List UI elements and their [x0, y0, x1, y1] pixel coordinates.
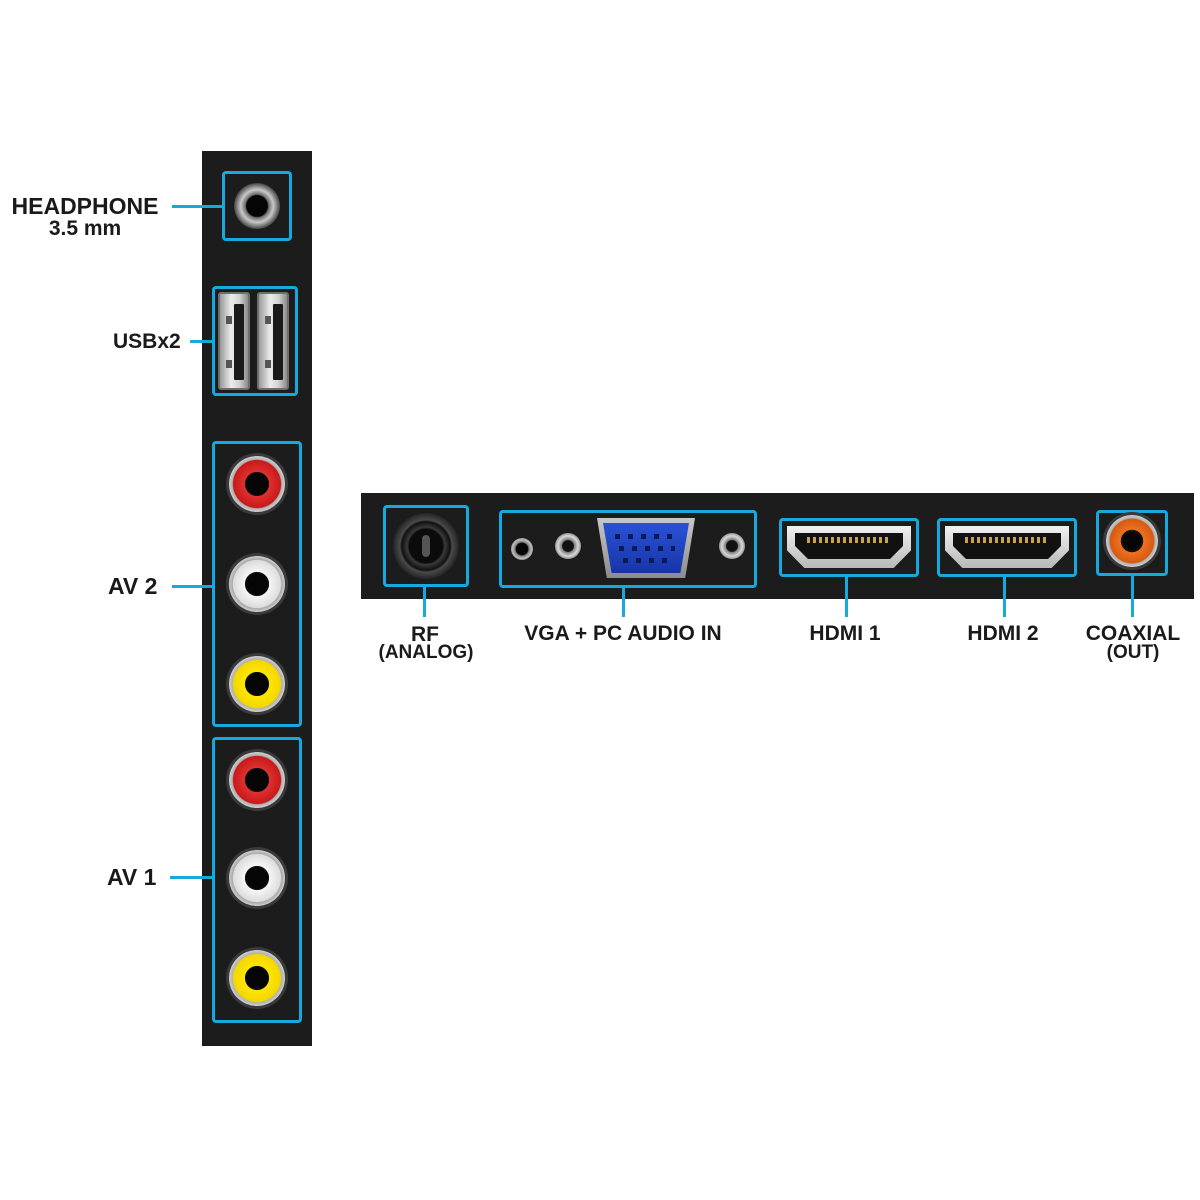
hdmi1-frame	[779, 518, 919, 577]
rca-jack-icon-white[interactable]	[229, 556, 285, 612]
rf-connector-icon[interactable]	[393, 513, 459, 579]
rf-label: RF	[411, 623, 439, 646]
hdmi2-label: HDMI 2	[967, 622, 1039, 645]
rear-port-panel	[361, 493, 1194, 599]
vga-leader-line	[622, 588, 625, 617]
usb-leader-line	[190, 340, 212, 343]
vga-frame	[499, 510, 757, 588]
vga-port-icon[interactable]	[597, 518, 695, 578]
rca-jack-icon-red[interactable]	[229, 456, 285, 512]
hdmi1-label: HDMI 1	[809, 622, 881, 645]
coaxial-frame	[1096, 510, 1168, 576]
av2-leader-line	[172, 585, 212, 588]
coaxial-label: COAXIAL	[1085, 622, 1181, 645]
hdmi-port-icon[interactable]	[945, 526, 1069, 568]
av2-frame	[212, 441, 302, 727]
av1-leader-line	[170, 876, 212, 879]
rf-sublabel: (ANALOG)	[378, 642, 474, 663]
hdmi1-leader-line	[845, 577, 848, 617]
hdmi-port-icon[interactable]	[787, 526, 911, 568]
usb-port-icon[interactable]	[218, 292, 250, 390]
pc-audio-jack-icon[interactable]	[511, 538, 533, 560]
headphone-sublabel: 3.5 mm	[48, 217, 122, 240]
hdmi2-leader-line	[1003, 577, 1006, 617]
vga-screw-left-icon	[555, 533, 581, 559]
rf-frame	[383, 505, 469, 587]
headphone-frame	[222, 171, 292, 241]
headphone-leader-line	[172, 205, 222, 208]
coaxial-jack-icon[interactable]	[1106, 515, 1158, 567]
vga-screw-right-icon	[719, 533, 745, 559]
av1-label: AV 1	[107, 864, 157, 890]
hdmi2-frame	[937, 518, 1077, 577]
vga-label: VGA + PC AUDIO IN	[524, 622, 722, 645]
headphone-jack-icon[interactable]	[234, 183, 280, 229]
side-port-panel	[202, 151, 312, 1046]
usb-port-icon[interactable]	[257, 292, 289, 390]
rf-leader-line	[423, 587, 426, 617]
av1-frame	[212, 737, 302, 1023]
rca-jack-icon-yellow[interactable]	[229, 950, 285, 1006]
coaxial-leader-line	[1131, 576, 1134, 617]
usb-label: USBx2	[113, 330, 181, 353]
av2-label: AV 2	[108, 573, 158, 599]
rca-jack-icon-yellow[interactable]	[229, 656, 285, 712]
coaxial-sublabel: (OUT)	[1106, 642, 1160, 663]
usb-frame	[212, 286, 298, 396]
headphone-label: HEADPHONE	[11, 193, 159, 219]
rca-jack-icon-red[interactable]	[229, 752, 285, 808]
rca-jack-icon-white[interactable]	[229, 850, 285, 906]
